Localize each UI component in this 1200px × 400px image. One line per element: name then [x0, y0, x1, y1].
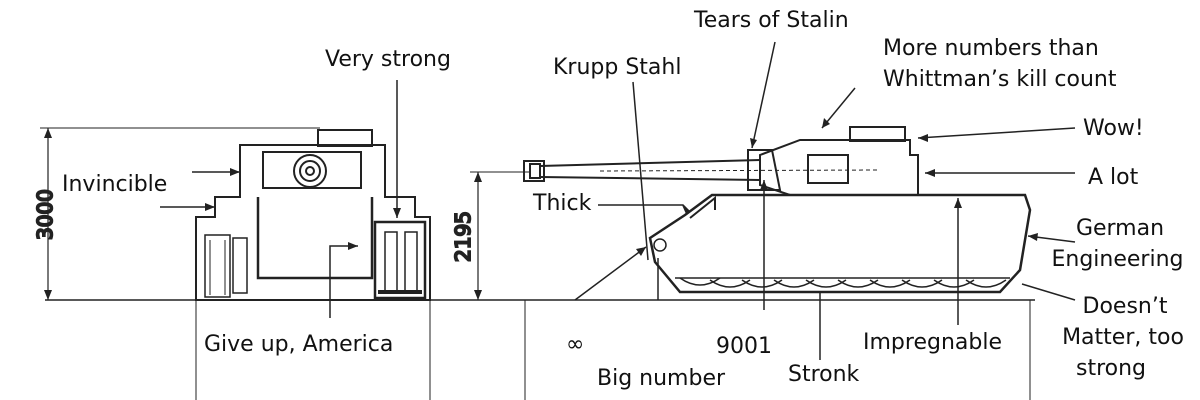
label-german-1: German: [1075, 216, 1165, 241]
label-invincible: Invincible: [62, 172, 168, 197]
label-krupp-stahl: Krupp Stahl: [553, 55, 682, 80]
label-very-strong: Very strong: [325, 47, 451, 72]
label-doesnt-1: Doesn’t: [1082, 294, 1168, 319]
label-wow: Wow!: [1083, 116, 1144, 141]
label-stronk: Stronk: [788, 362, 860, 387]
label-more-numbers-1: More numbers than: [883, 36, 1099, 61]
label-infinity: ∞: [566, 332, 585, 357]
label-thick: Thick: [533, 191, 592, 216]
label-9001: 9001: [716, 334, 772, 359]
label-a-lot: A lot: [1088, 165, 1139, 190]
front-view: [40, 127, 431, 301]
annotation-arrows: [160, 41, 1076, 360]
label-tears-of-stalin: Tears of Stalin: [694, 8, 849, 33]
label-german-2: Engineering: [1051, 247, 1184, 272]
label-doesnt-2: Matter, too: [1062, 325, 1184, 350]
arrow-heads: [205, 118, 1038, 256]
label-give-up-america: Give up, America: [204, 332, 394, 357]
label-impregnable: Impregnable: [863, 330, 1002, 355]
side-view: [470, 126, 1032, 300]
label-more-numbers-2: Whittman’s kill count: [883, 67, 1117, 92]
label-big-number: Big number: [597, 366, 726, 391]
dimension-gun-height: 2195: [451, 211, 475, 262]
dimension-height: 3000: [33, 189, 57, 240]
label-doesnt-3: strong: [1075, 356, 1147, 381]
